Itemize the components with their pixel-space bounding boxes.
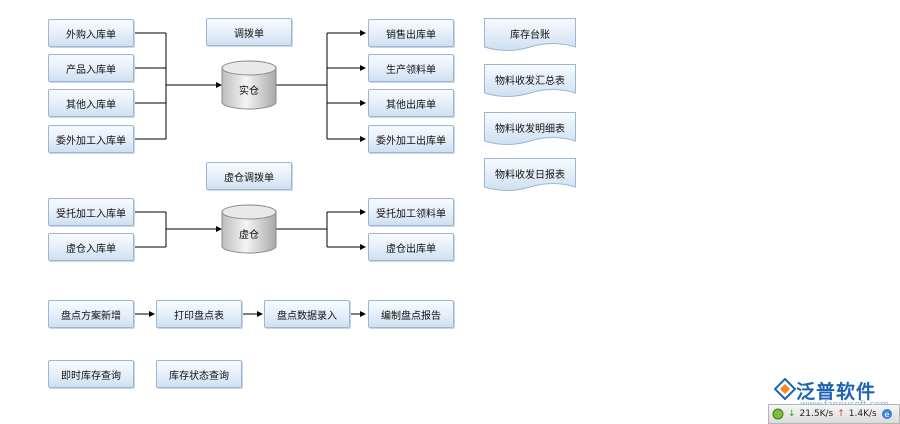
purchase-inbound-button[interactable]: 外购入库单 [48,19,134,47]
detail-report[interactable]: 物料收发明细表 [484,112,576,148]
logo-name: 泛普软件 [796,381,877,403]
consigned-inbound-button[interactable]: 受托加工入库单 [48,198,134,226]
cylinder-icon [221,60,277,110]
detail-report-label: 物料收发明细表 [495,123,565,135]
daily-report-label: 物料收发日报表 [495,169,565,181]
download-speed: 21.5K/s [799,409,834,419]
print-stocktake-button[interactable]: 打印盘点表 [156,300,242,328]
real-warehouse-node[interactable]: 实仓 [221,60,277,110]
stocktake-entry-button[interactable]: 盘点数据录入 [264,300,350,328]
browser-icon[interactable]: e [881,408,893,420]
upload-speed: 1.4K/s [848,409,877,419]
stock-ledger-label: 库存台账 [510,29,550,41]
realtime-stock-query-button[interactable]: 即时库存查询 [48,360,134,388]
stocktake-report-button[interactable]: 编制盘点报告 [368,300,454,328]
virtual-outbound-button[interactable]: 虚仓出库单 [368,233,454,261]
real-warehouse-label: 实仓 [239,85,259,97]
document-shape [484,18,576,51]
download-arrow-icon: ↓ [788,409,796,419]
outsourced-inbound-button[interactable]: 委外加工入库单 [48,125,134,153]
monitor-icon [772,408,784,420]
document-shape [484,64,576,97]
document-shape [484,158,576,191]
transfer-button[interactable]: 调拨单 [206,18,292,46]
upload-arrow-icon: ↑ [837,409,845,419]
virtual-transfer-button[interactable]: 虚仓调拨单 [206,162,292,190]
virtual-warehouse-node[interactable]: 虚仓 [221,204,277,254]
consigned-issue-button[interactable]: 受托加工领料单 [368,198,454,226]
other-inbound-button[interactable]: 其他入库单 [48,89,134,117]
stock-status-query-button[interactable]: 库存状态查询 [156,360,242,388]
sales-outbound-button[interactable]: 销售出库单 [368,19,454,47]
virtual-warehouse-label: 虚仓 [239,229,259,241]
svg-text:e: e [884,410,889,419]
summary-report-label: 物料收发汇总表 [495,75,565,87]
stocktake-plan-button[interactable]: 盘点方案新增 [48,300,134,328]
logo-mark-icon [774,378,796,400]
outsourced-outbound-button[interactable]: 委外加工出库单 [368,125,454,153]
other-outbound-button[interactable]: 其他出库单 [368,89,454,117]
daily-report[interactable]: 物料收发日报表 [484,158,576,194]
virtual-inbound-button[interactable]: 虚仓入库单 [48,233,134,261]
cylinder-icon [221,204,277,254]
product-inbound-button[interactable]: 产品入库单 [48,54,134,82]
summary-report[interactable]: 物料收发汇总表 [484,64,576,100]
document-shape [484,112,576,145]
network-status-bar: ↓ 21.5K/s ↑ 1.4K/s e [768,404,900,424]
production-issue-button[interactable]: 生产领料单 [368,54,454,82]
stock-ledger-report[interactable]: 库存台账 [484,18,576,54]
